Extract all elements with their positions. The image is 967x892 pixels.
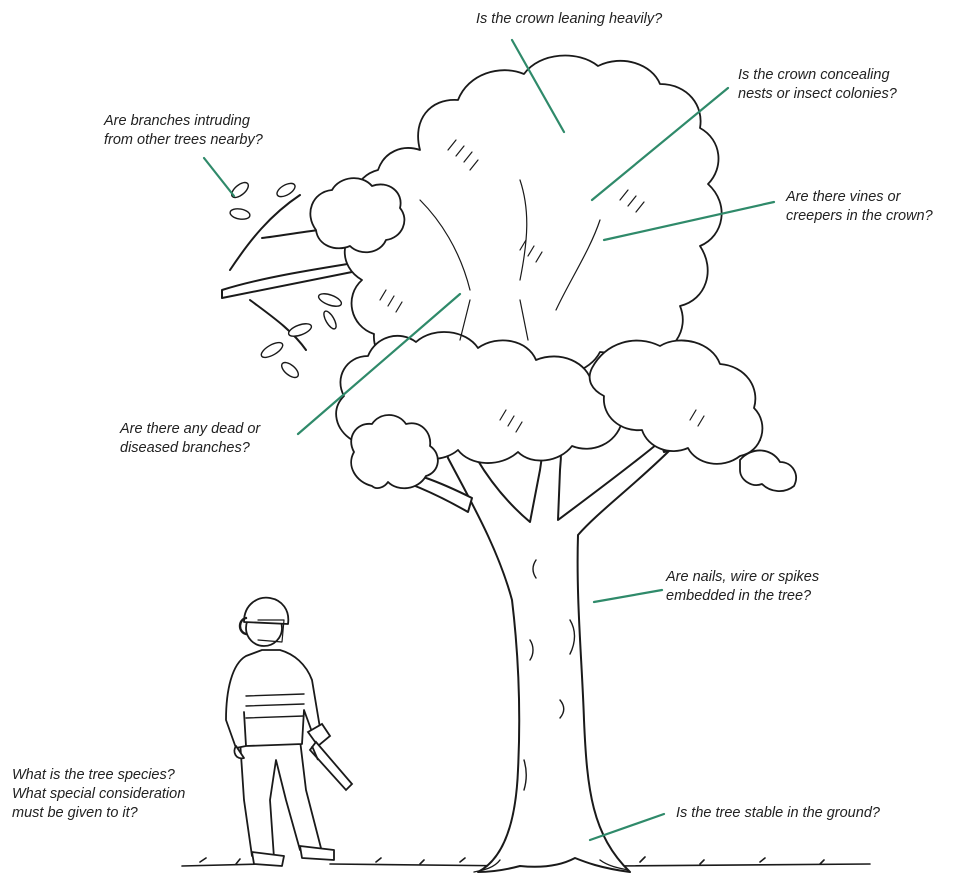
leader-branches-intruding (204, 158, 234, 196)
label-line: from other trees nearby? (104, 131, 263, 150)
leader-stable (590, 814, 664, 840)
worker-jacket (226, 650, 320, 748)
label-line: What special consideration (12, 785, 185, 804)
label-line: What is the tree species? (12, 766, 185, 785)
label-line: Are branches intruding (104, 112, 263, 131)
label-crown-nests: Is the crown concealing nests or insect … (738, 66, 897, 104)
label-vines: Are there vines or creepers in the crown… (786, 188, 933, 226)
tree-crown (310, 56, 796, 492)
label-line: embedded in the tree? (666, 587, 819, 606)
label-line: diseased branches? (120, 439, 260, 458)
chainsaw-icon (308, 724, 352, 790)
label-dead-branches: Are there any dead or diseased branches? (120, 420, 260, 458)
label-line: Is the tree stable in the ground? (676, 804, 880, 823)
label-line: Are nails, wire or spikes (666, 568, 819, 587)
label-line: Is the crown concealing (738, 66, 897, 85)
leader-nails (594, 590, 662, 602)
label-line: creepers in the crown? (786, 207, 933, 226)
label-line: nests or insect colonies? (738, 85, 897, 104)
label-line: Are there any dead or (120, 420, 260, 439)
label-crown-leaning: Is the crown leaning heavily? (476, 10, 662, 29)
label-nails: Are nails, wire or spikes embedded in th… (666, 568, 819, 606)
label-branches-intruding: Are branches intruding from other trees … (104, 112, 263, 150)
label-species: What is the tree species? What special c… (12, 766, 185, 823)
label-line: must be given to it? (12, 804, 185, 823)
label-stable: Is the tree stable in the ground? (676, 804, 880, 823)
label-line: Are there vines or (786, 188, 933, 207)
label-line: Is the crown leaning heavily? (476, 10, 662, 29)
worker-legs (240, 740, 322, 858)
intruding-branch (222, 262, 362, 298)
